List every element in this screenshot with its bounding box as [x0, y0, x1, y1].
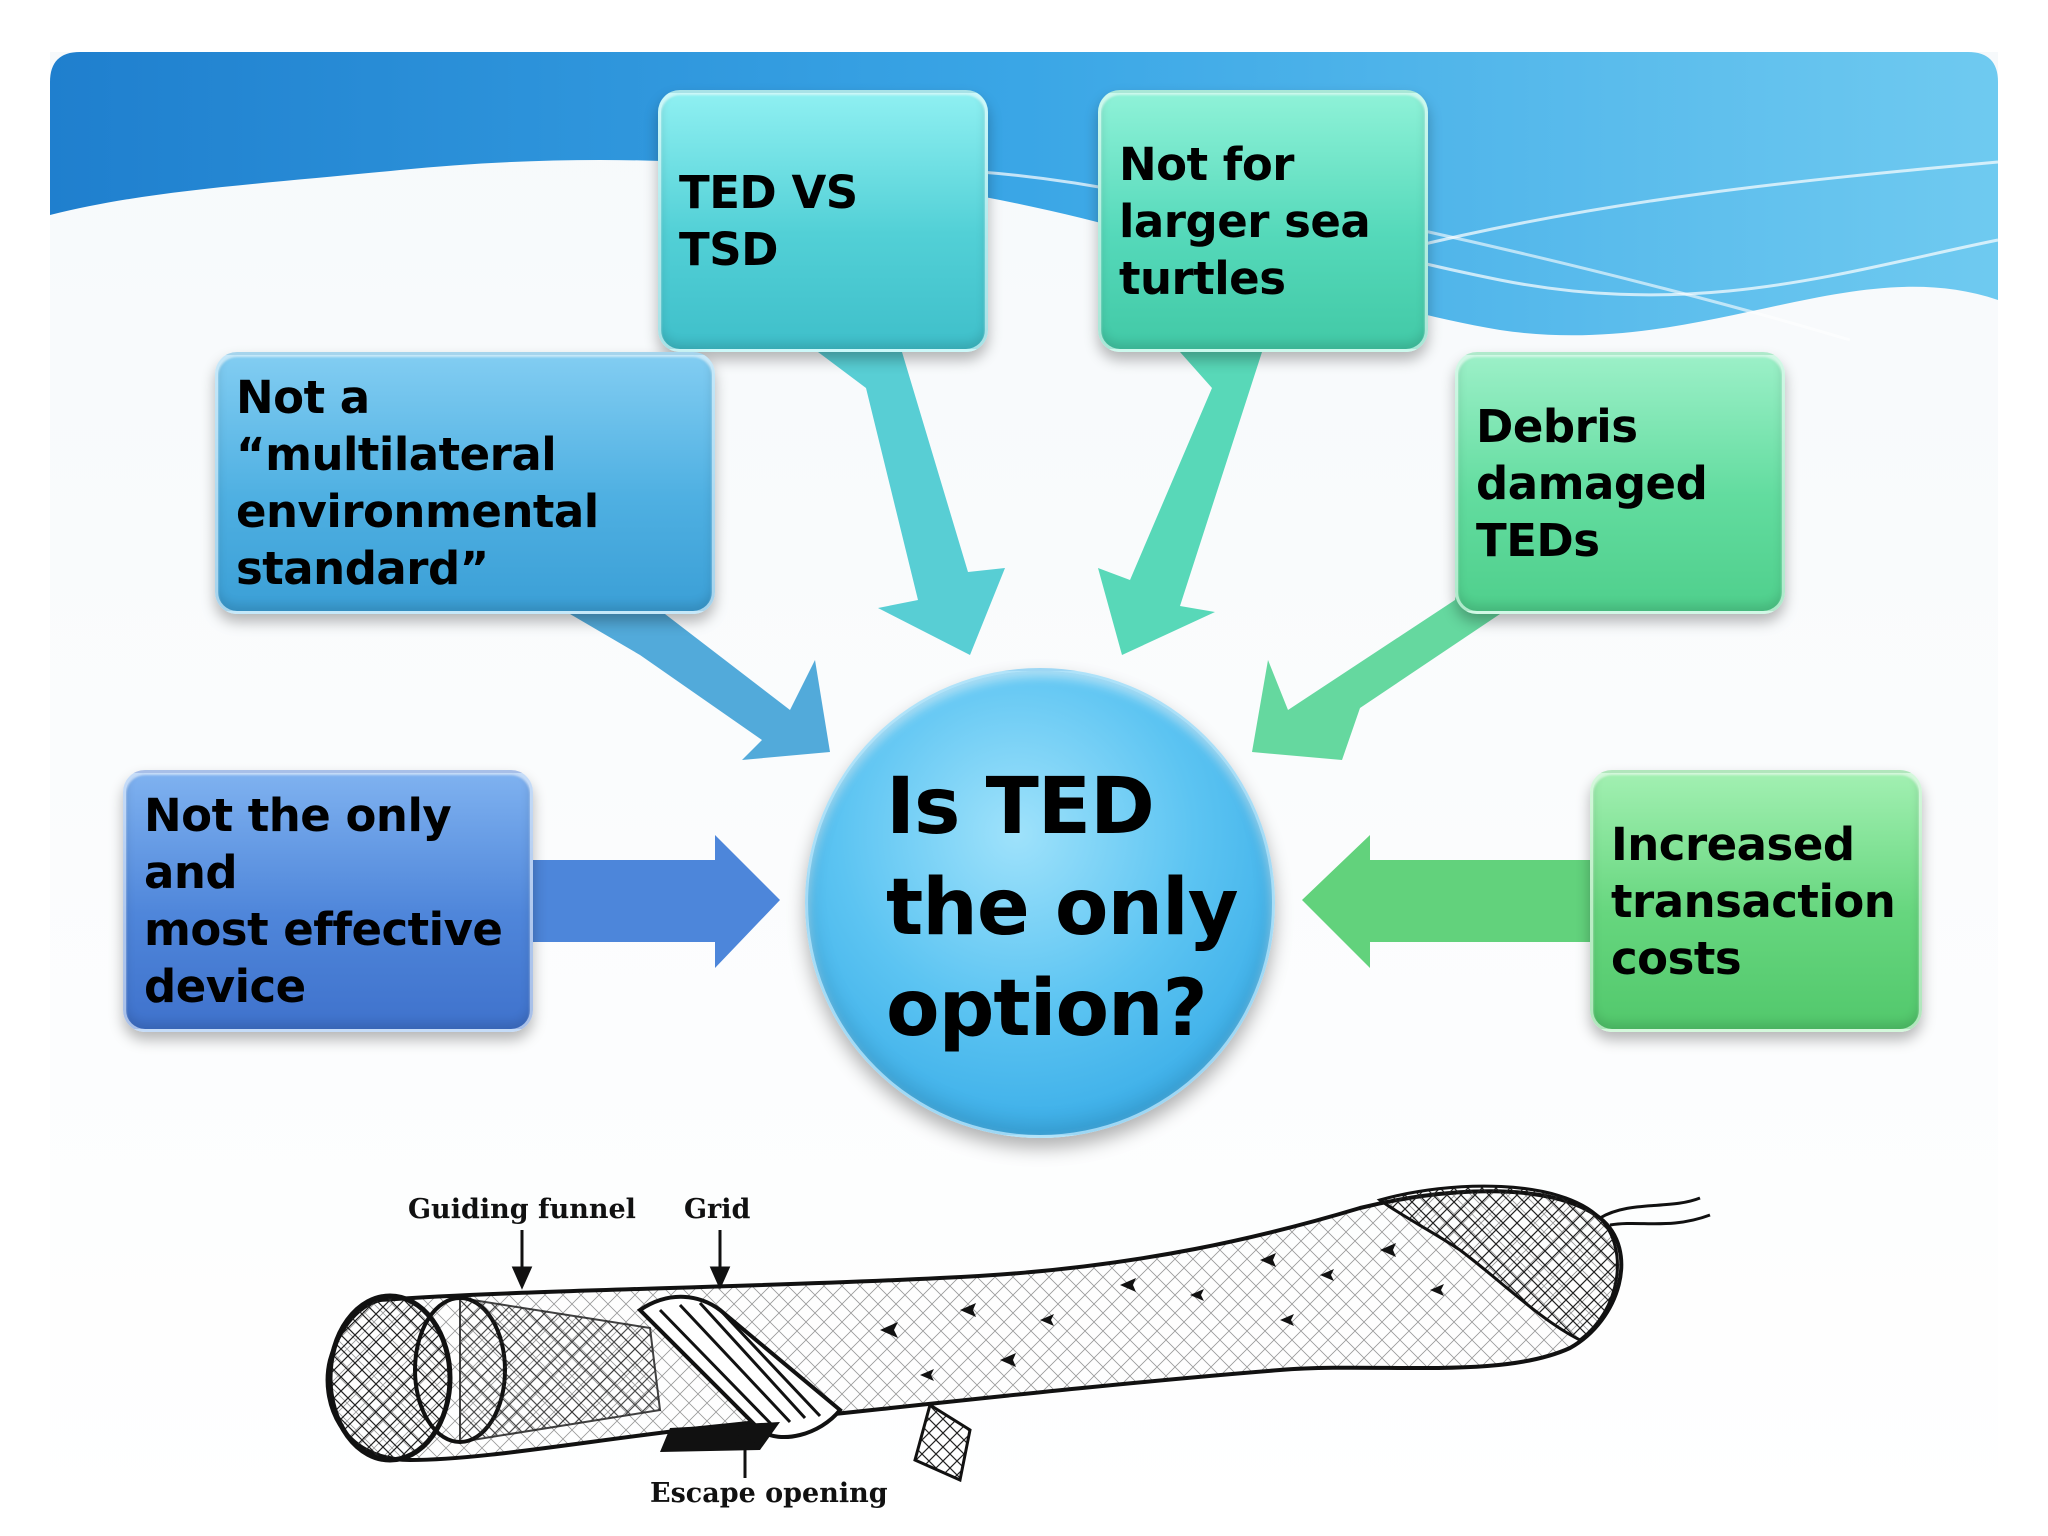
box-label: Not a “multilateral environmental standa… [236, 371, 599, 595]
funnel-cone [459, 1296, 662, 1444]
box-ted-vs-tsd: TED VS TSD [658, 90, 988, 352]
escape-flap [660, 1422, 780, 1452]
box-label: Increased transaction costs [1611, 817, 1896, 985]
box-not-multilateral-standard: Not a “multilateral environmental standa… [215, 352, 715, 614]
box-label: Debris damaged TEDs [1476, 399, 1708, 567]
header-wave-line-2 [1419, 228, 1851, 342]
net-mouth [327, 1293, 453, 1463]
arrow-from-larger-turtles [1098, 352, 1262, 655]
center-question-circle: Is TED the only option? [805, 668, 1275, 1138]
label-grid: Grid [684, 1194, 751, 1225]
arrow-from-not-only [533, 835, 780, 968]
box-not-for-larger-sea-turtles: Not for larger sea turtles [1098, 90, 1428, 352]
box-increased-transaction-costs: Increased transaction costs [1590, 770, 1922, 1032]
header-wave [50, 52, 1998, 336]
center-question-text: Is TED the only option? [886, 762, 1239, 1054]
label-escape-opening: Escape opening [650, 1478, 888, 1509]
cod-end-mesh [1376, 1184, 1619, 1342]
arrow-from-transaction [1302, 835, 1590, 968]
header-wave-line [1399, 160, 1999, 252]
arrow-from-multilateral [570, 614, 830, 760]
box-not-only-most-effective: Not the only and most effective device [123, 770, 533, 1032]
box-label: Not for larger sea turtles [1119, 137, 1371, 305]
box-label: TED VS TSD [679, 166, 858, 276]
label-guiding-funnel: Guiding funnel [408, 1194, 636, 1225]
fish-group [880, 1243, 1444, 1381]
ted-net-illustration: Guiding funnel Grid Escape opening [325, 1184, 1711, 1509]
cod-end-rope [1599, 1196, 1711, 1227]
box-label: Not the only and most effective device [144, 789, 503, 1013]
arrow-from-debris [1252, 550, 1500, 760]
arrow-from-ted-vs-tsd [818, 352, 1005, 655]
escape-diamond [913, 1402, 972, 1483]
box-debris-damaged-teds: Debris damaged TEDs [1455, 352, 1785, 614]
label-pointers [511, 1230, 756, 1478]
grid-frame [636, 1294, 843, 1440]
